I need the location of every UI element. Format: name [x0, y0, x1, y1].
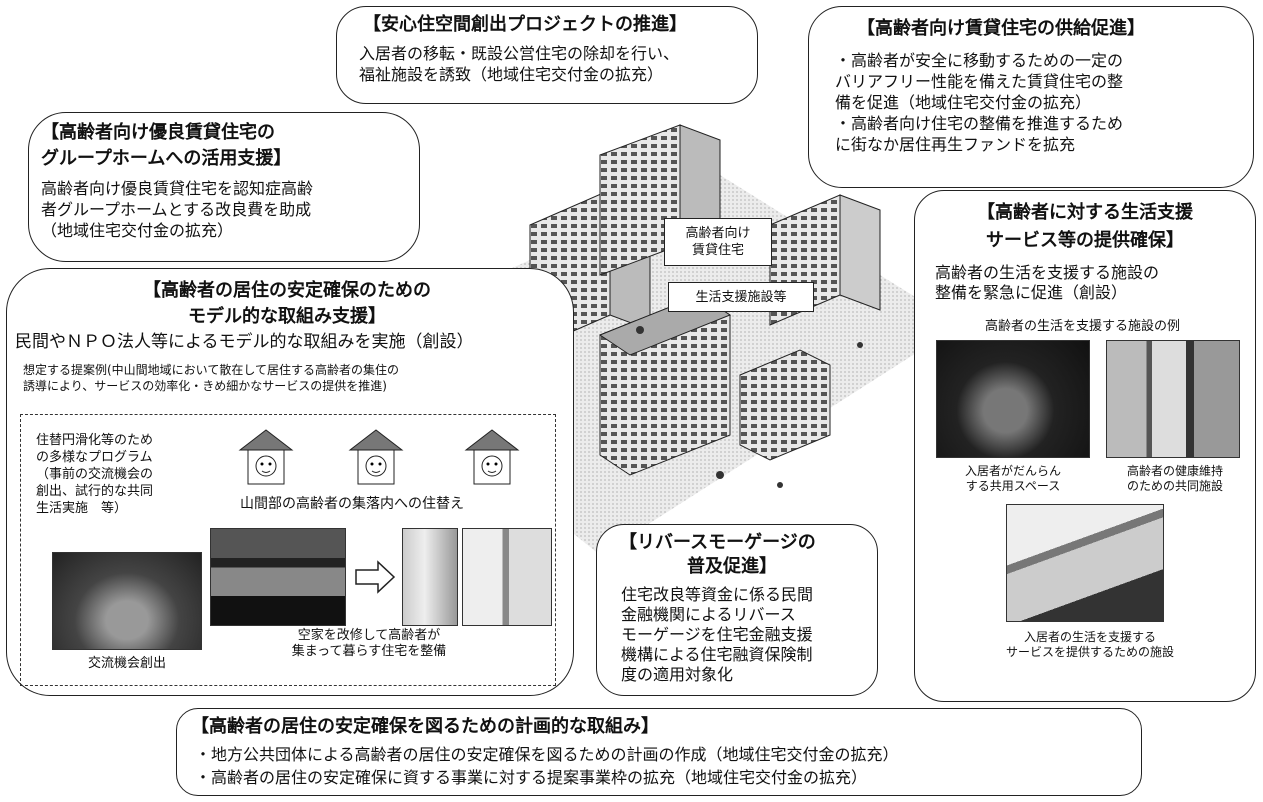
safe-living-project-bubble: 【安心住空間創出プロジェクトの推進】 入居者の移転・既設公営住宅の除却を行い、 … [336, 6, 758, 104]
rental-supply-line-3: 備を促進（地域住宅交付金の拡充） [835, 93, 1092, 112]
interior-photo-2 [462, 528, 552, 626]
program-text: 住替円滑化等のため の多様なプログラム （事前の交流機会の 創出、試行的な共同 … [36, 433, 154, 516]
reverse-mortgage-line-5: 度の適用対象化 [621, 665, 734, 684]
reverse-mortgage-line-1: 住宅改良等資金に係る民間 [621, 585, 814, 604]
safe-living-project-line-1: 入居者の移転・既設公営住宅の除却を行い、 [359, 44, 680, 63]
model-initiative-title-2: モデル的な取組み支援】 [188, 306, 386, 327]
life-support-title-1: 【高齢者に対する生活支援 [977, 202, 1193, 223]
group-home-title-2: グループホームへの活用支援】 [41, 148, 292, 169]
shared-space-caption: 入居者がだんらんする共用スペース [964, 464, 1061, 493]
elderly-house-icon-2 [348, 429, 404, 485]
label-life-support-facility: 生活支援施設等 [668, 282, 814, 312]
rental-supply-line-5: に街なか居住再生ファンドを拡充 [835, 135, 1076, 154]
group-home-line-3: （地域住宅交付金の拡充） [41, 221, 234, 240]
planning-initiative-title: 【高齢者の居住の安定確保を図るための計画的な取組み】 [191, 716, 659, 737]
relocation-caption: 山間部の高齢者の集落内への住替え [240, 496, 464, 512]
elderly-house-icon-3 [464, 429, 520, 485]
service-facility-caption: 入居者の生活を支援するサービスを提供するための施設 [1005, 630, 1174, 659]
reverse-mortgage-bubble: 【リバースモーゲージの 普及促進】 住宅改良等資金に係る民間 金融機関によるリバ… [596, 524, 878, 696]
reverse-mortgage-line-3: モーゲージを住宅金融支援 [621, 625, 813, 644]
group-home-line-1: 高齢者向け優良賃貸住宅を認知症高齢 [41, 179, 314, 198]
shared-space-photo [936, 340, 1090, 458]
rental-supply-line-4: ・高齢者向け住宅の整備を推進するため [835, 114, 1124, 133]
arrow-right-icon [355, 560, 396, 594]
life-support-example-title: 高齢者の生活を支援する施設の例 [985, 319, 1181, 334]
rental-supply-line-2: バリアフリー性能を備えた賃貸住宅の整 [835, 72, 1124, 91]
planning-initiative-line-2: ・高齢者の居住の安定確保に資する事業に対する提案事業枠の拡充（地域住宅交付金の拡… [195, 768, 868, 787]
group-home-bubble: 【高齢者向け優良賃貸住宅の グループホームへの活用支援】 高齢者向け優良賃貸住宅… [28, 112, 420, 262]
elderly-house-icon-1 [238, 429, 294, 485]
reverse-mortgage-title-1: 【リバースモーゲージの [619, 532, 816, 553]
interior-photo-1 [402, 528, 458, 626]
renovated-house-caption: 空家を改修して高齢者が 集まって暮らす住宅を整備 [291, 628, 447, 659]
exchange-photo [52, 552, 202, 650]
rental-supply-line-1: ・高齢者が安全に移動するための一定の [835, 51, 1124, 70]
planning-initiative-line-1: ・地方公共団体による高齢者の居住の安定確保を図るための計画の作成（地域住宅交付金… [195, 745, 899, 764]
rental-supply-title: 【高齢者向け賃貸住宅の供給促進】 [857, 18, 1145, 39]
group-home-title-1: 【高齢者向け優良賃貸住宅の [41, 122, 275, 143]
safe-living-project-line-2: 福祉施設を誘致（地域住宅交付金の拡充） [359, 65, 664, 84]
exchange-caption: 交流機会創出 [87, 656, 166, 671]
planning-initiative-bubble: 【高齢者の居住の安定確保を図るための計画的な取組み】 ・地方公共団体による高齢者… [176, 708, 1142, 796]
model-initiative-note-1: 想定する提案例(中山間地域において散在して居住する高齢者の集住の [23, 363, 399, 377]
life-support-title-2: サービス等の提供確保】 [986, 230, 1184, 251]
service-facility-photo [1006, 504, 1164, 622]
safe-living-project-title: 【安心住空間創出プロジェクトの推進】 [363, 14, 687, 35]
life-support-line-2: 整備を緊急に促進（創設） [935, 283, 1128, 302]
reverse-mortgage-line-2: 金融機関によるリバース [621, 605, 796, 624]
reverse-mortgage-title-2: 普及促進】 [687, 556, 777, 577]
group-home-line-2: 者グループホームとする改良費を助成 [41, 200, 312, 219]
health-facility-photo [1106, 340, 1240, 458]
renovated-house-photo [210, 528, 346, 626]
label-elderly-rental-housing: 高齢者向け 賃貸住宅 [664, 218, 772, 266]
model-initiative-lead: 民間やＮＰＯ法人等によるモデル的な取組みを実施（創設） [15, 332, 474, 352]
model-initiative-note-2: 誘導により、サービスの効率化・きめ細かなサービスの提供を推進) [23, 379, 387, 393]
life-support-line-1: 高齢者の生活を支援する施設の [935, 263, 1160, 282]
health-facility-caption: 高齢者の健康維持のための共同施設 [1126, 464, 1223, 493]
model-initiative-title-1: 【高齢者の居住の安定確保のための [143, 280, 431, 301]
reverse-mortgage-line-4: 機構による住宅融資保険制 [621, 645, 813, 664]
proposal-example-frame [20, 414, 556, 686]
rental-supply-bubble: 【高齢者向け賃貸住宅の供給促進】 ・高齢者が安全に移動するための一定の バリアフ… [808, 6, 1254, 188]
